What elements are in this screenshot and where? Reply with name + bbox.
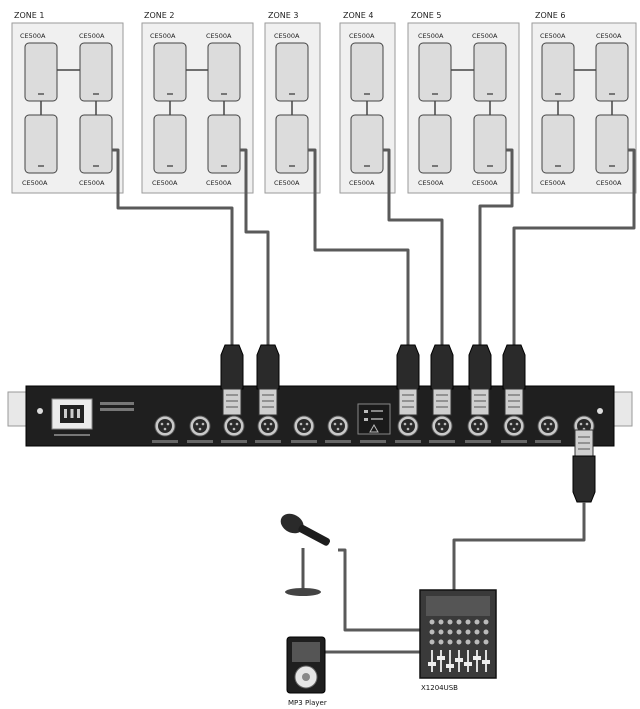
cable-zone-4 bbox=[383, 148, 444, 345]
speaker bbox=[24, 114, 58, 174]
xlr-plug bbox=[256, 344, 280, 416]
zone-6: ZONE 6 CE500A CE500A CE500A CE500A bbox=[531, 11, 637, 194]
speaker-label: CE500A bbox=[206, 32, 232, 40]
speaker bbox=[350, 114, 384, 174]
mixer-label: X1204USB bbox=[421, 684, 458, 692]
speaker bbox=[595, 114, 629, 174]
mp3-player-label: MP3 Player bbox=[288, 699, 327, 707]
zone-1: ZONE 1 CE500A CE500A CE500A CE500A bbox=[11, 11, 124, 194]
zone-5: ZONE 5 CE500A CE500A CE500A CE500A bbox=[407, 11, 520, 194]
zone-title: ZONE 3 bbox=[268, 11, 298, 20]
speaker-label: CE500A bbox=[472, 32, 498, 40]
speaker bbox=[79, 42, 113, 102]
speaker bbox=[541, 114, 575, 174]
speaker bbox=[595, 42, 629, 102]
speaker-label: CE500A bbox=[472, 179, 498, 187]
speaker-label: CE500A bbox=[206, 179, 232, 187]
speaker-label: CE500A bbox=[20, 32, 46, 40]
speaker bbox=[541, 42, 575, 102]
speaker bbox=[207, 114, 241, 174]
speaker bbox=[350, 42, 384, 102]
speaker-label: CE500A bbox=[152, 179, 178, 187]
speaker bbox=[275, 114, 309, 174]
xlr-plug bbox=[430, 344, 454, 416]
speaker bbox=[473, 42, 507, 102]
speaker bbox=[153, 42, 187, 102]
speaker-label: CE500A bbox=[418, 179, 444, 187]
cable-mic-to-mixer bbox=[338, 548, 422, 632]
speaker-label: CE500A bbox=[418, 32, 444, 40]
rack-chassis bbox=[25, 385, 615, 447]
speaker-label: CE500A bbox=[596, 179, 622, 187]
speaker-label: CE500A bbox=[596, 32, 622, 40]
cable-mixer-to-rack bbox=[452, 502, 586, 592]
cable-zone-5 bbox=[478, 148, 514, 345]
speaker bbox=[24, 42, 58, 102]
speaker-label: CE500A bbox=[150, 32, 176, 40]
source-cables bbox=[325, 502, 586, 654]
mp3-player-icon: MP3 Player bbox=[286, 636, 327, 707]
rack-ear-left bbox=[7, 391, 29, 427]
speaker-label: CE500A bbox=[349, 179, 375, 187]
speaker-cables bbox=[112, 148, 636, 345]
cable-zone-3 bbox=[308, 148, 410, 345]
indicator-panel bbox=[357, 403, 391, 435]
speaker-label: CE500A bbox=[540, 32, 566, 40]
cable-zone-6 bbox=[512, 148, 636, 345]
speaker-logos bbox=[38, 93, 615, 167]
zone-4: ZONE 4 CE500A CE500A bbox=[339, 11, 396, 194]
speaker bbox=[207, 42, 241, 102]
xlr-plugs bbox=[220, 344, 596, 503]
xlr-plug bbox=[502, 344, 526, 416]
speaker bbox=[418, 114, 452, 174]
xlr-plug bbox=[468, 344, 492, 416]
speaker-label: CE500A bbox=[274, 179, 300, 187]
speaker bbox=[275, 42, 309, 102]
speaker bbox=[418, 42, 452, 102]
screw bbox=[597, 408, 603, 414]
xlr-plug bbox=[396, 344, 420, 416]
zone-2: ZONE 2 CE500A CE500A CE500A CE500A bbox=[141, 11, 254, 194]
speaker bbox=[473, 114, 507, 174]
speaker-label: CE500A bbox=[274, 32, 300, 40]
speaker-label: CE500A bbox=[79, 32, 105, 40]
zone-title: ZONE 5 bbox=[411, 11, 441, 20]
zone-title: ZONE 4 bbox=[343, 11, 373, 20]
zone-3: ZONE 3 CE500A CE500A bbox=[264, 11, 321, 194]
speaker bbox=[79, 114, 113, 174]
microphone-icon bbox=[280, 513, 331, 596]
speaker-label: CE500A bbox=[540, 179, 566, 187]
speaker-label: CE500A bbox=[349, 32, 375, 40]
rack-ear-right bbox=[611, 391, 633, 427]
mixer: X1204USB bbox=[419, 589, 497, 692]
rack-amplifier bbox=[7, 385, 633, 447]
speaker-label: CE500A bbox=[22, 179, 48, 187]
speaker-label: CE500A bbox=[79, 179, 105, 187]
zone-title: ZONE 2 bbox=[144, 11, 174, 20]
speaker bbox=[153, 114, 187, 174]
xlr-plug-input bbox=[572, 429, 596, 503]
cable-zone-1 bbox=[112, 148, 234, 345]
xlr-plug bbox=[220, 344, 244, 416]
cable-zone-2 bbox=[240, 148, 270, 345]
screw bbox=[37, 408, 43, 414]
zone-title: ZONE 1 bbox=[14, 11, 44, 20]
zone-title: ZONE 6 bbox=[535, 11, 565, 20]
